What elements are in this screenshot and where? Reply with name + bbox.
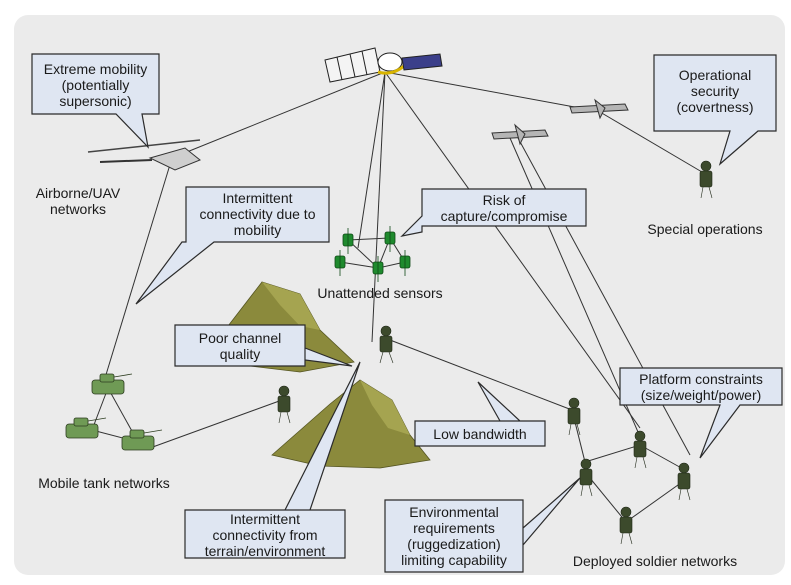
text-line: (potentially [61,77,130,93]
text-line: Poor channel [198,330,282,346]
soldier-2-icon [633,430,647,469]
soldier-special-ops-icon [699,160,713,199]
text-line: mobility [233,222,282,238]
satellite-icon [324,47,443,83]
soldier-4-icon [677,462,691,501]
soldier-3-icon [579,458,593,497]
callout-environmental [384,477,581,573]
aircraft-2-icon [491,123,549,146]
sensor-1-icon [342,228,354,254]
aircraft-icons [491,98,629,146]
text-line: networks [49,201,107,217]
soldier-icons [277,160,713,545]
uav-helicopter-icon [87,139,201,171]
text-line: Intermittent [229,511,301,527]
soldier-1-icon [567,397,581,436]
text-line: supersonic) [59,93,132,109]
aircraft-1-icon [569,98,629,120]
callout-poor-channel [174,324,353,367]
callout-intermittent-mobility [135,186,330,305]
tank-1-icon [91,373,133,395]
callout-environmental-text: Environmental requirements (ruggedizatio… [385,504,523,568]
text-line: (covertness) [676,99,754,115]
callout-poor-channel-text: Poor channel quality [175,330,305,362]
text-line: connectivity from [212,527,318,543]
callout-intermittent-terrain-text: Intermittent connectivity from terrain/e… [185,511,345,559]
panel-background [14,15,785,575]
text-line: Environmental [409,504,499,520]
callout-low-bandwidth [414,381,546,447]
sensor-5-icon [399,250,411,276]
text-line: Platform constraints [639,371,763,387]
text-line: capture/compromise [440,208,568,224]
sensor-2-icon [384,226,396,252]
label-mobile-tank-networks: Mobile tank networks [38,475,170,491]
callout-risk-capture-text: Risk of capture/compromise [422,192,586,224]
tank-icons [65,373,163,451]
text-line: requirements [413,520,495,536]
soldier-5-icon [619,506,633,545]
callout-extreme-mobility [31,53,160,149]
callout-intermittent-terrain [184,361,361,559]
callout-shapes [31,53,783,573]
text-line: Extreme mobility [43,61,148,77]
text-line: (ruggedization) [407,536,501,552]
callout-platform-constraints [619,367,783,459]
callout-operational-security [653,54,777,166]
sensor-icons [334,226,411,282]
callout-extreme-mobility-text: Extreme mobility (potentially supersonic… [32,61,159,109]
sensor-4-icon [372,256,384,282]
label-airborne-uav-networks: Airborne/UAV networks [22,185,134,217]
callout-operational-security-text: Operational security (covertness) [654,67,776,115]
tank-2-icon [65,417,107,439]
text-line: Low bandwidth [433,426,527,442]
soldier-left-icon [277,385,291,424]
text-line: Airborne/UAV [35,185,121,201]
label-unattended-sensors: Unattended sensors [317,285,443,301]
sensor-3-icon [334,250,346,276]
text-line: quality [219,346,261,362]
label-deployed-soldier-networks: Deployed soldier networks [572,553,738,569]
text-line: (size/weight/power) [640,387,762,403]
tank-3-icon [121,429,163,451]
callout-risk-capture [400,188,587,237]
text-line: terrain/environment [204,543,326,559]
callout-intermittent-mobility-text: Intermittent connectivity due to mobilit… [186,190,329,238]
callout-platform-constraints-text: Platform constraints (size/weight/power) [620,371,782,403]
label-special-operations: Special operations [647,221,763,237]
text-line: Intermittent [222,190,293,206]
callout-low-bandwidth-text: Low bandwidth [415,426,545,442]
text-line: Operational [678,67,752,83]
text-line: security [690,83,740,99]
text-line: limiting capability [401,552,507,568]
soldier-center-icon [379,325,394,364]
text-line: Risk of [482,192,526,208]
text-line: connectivity due to [199,206,316,222]
